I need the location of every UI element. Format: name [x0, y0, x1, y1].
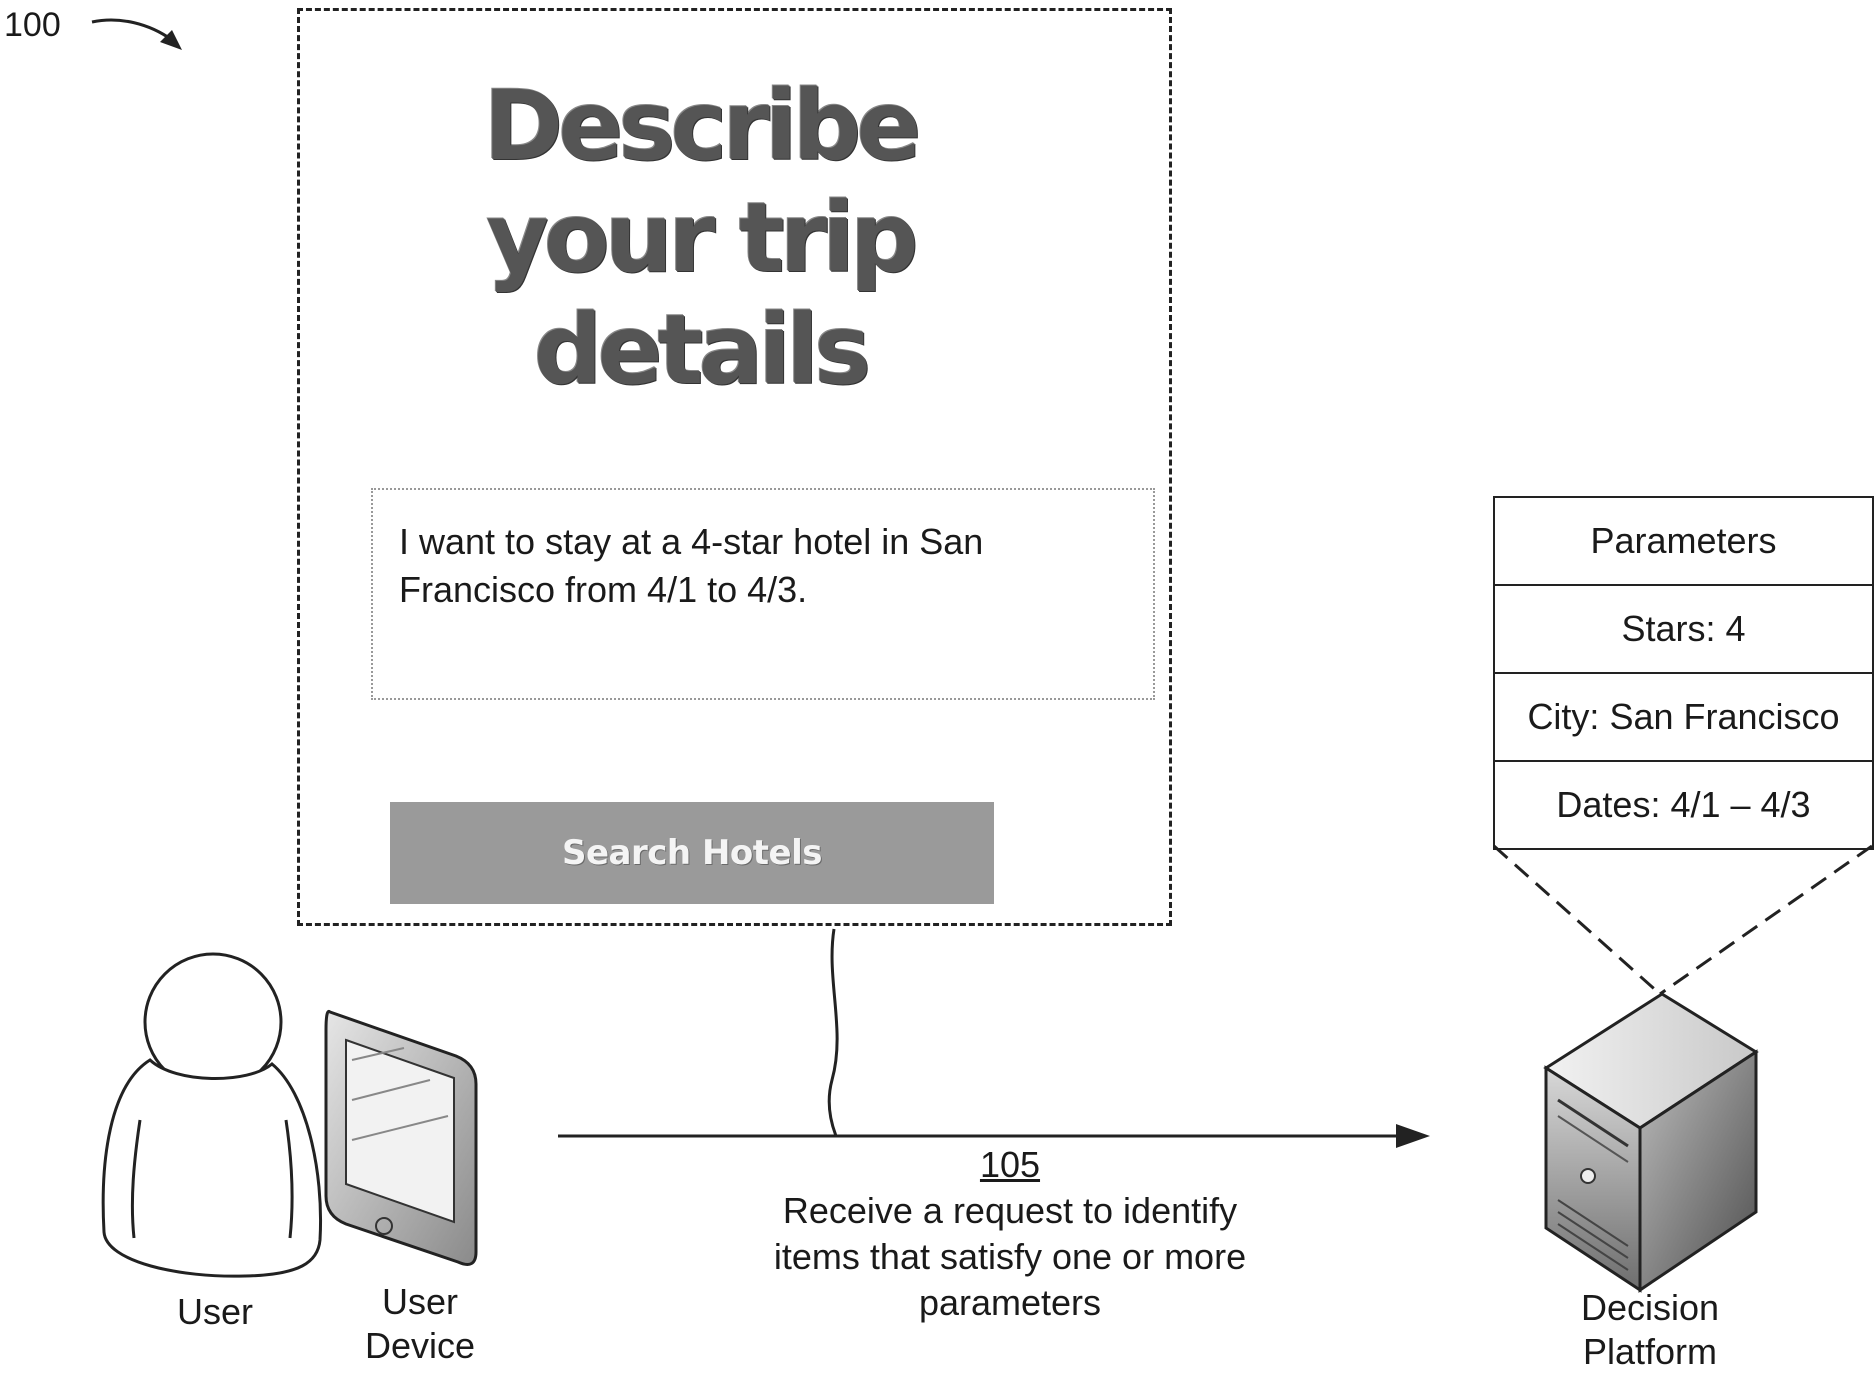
user-device-label-line-2: Device	[340, 1324, 500, 1368]
step-description: 105 Receive a request to identify items …	[720, 1142, 1300, 1326]
step-description-line-3: parameters	[720, 1280, 1300, 1326]
screen-connector-line	[829, 929, 837, 1136]
decision-platform-label-line-2: Platform	[1540, 1330, 1760, 1373]
user-device-label-line-1: User	[340, 1280, 500, 1324]
step-description-line-2: items that satisfy one or more	[720, 1234, 1300, 1280]
reference-arrow	[92, 20, 182, 50]
parameters-callout	[1494, 846, 1872, 994]
server-icon	[1546, 994, 1756, 1290]
step-description-line-1: Receive a request to identify	[720, 1188, 1300, 1234]
decision-platform-label-line-1: Decision	[1540, 1286, 1760, 1330]
step-number: 105	[720, 1142, 1300, 1188]
user-label: User	[150, 1290, 280, 1334]
tablet-icon	[326, 1011, 476, 1264]
user-device-label: User Device	[340, 1280, 500, 1368]
user-icon	[103, 954, 320, 1276]
decision-platform-label: Decision Platform	[1540, 1286, 1760, 1373]
